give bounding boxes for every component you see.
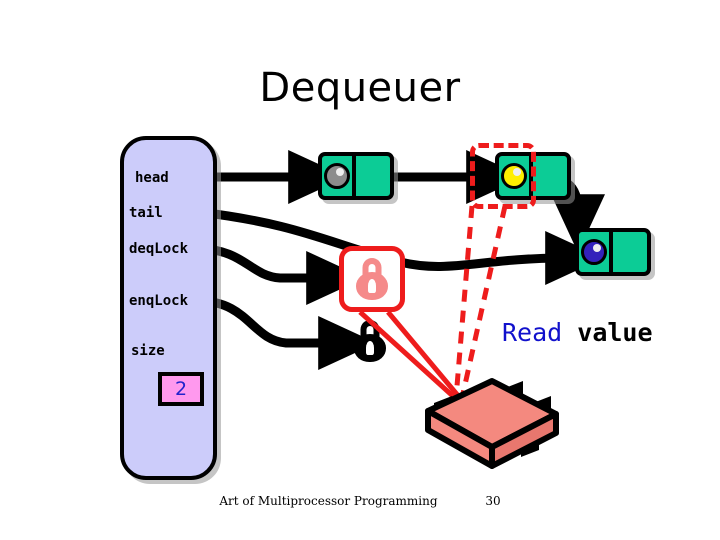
- footer-credit: Art of Multiprocessor Programming: [219, 494, 438, 508]
- blue-ball-icon: [581, 239, 607, 265]
- node-1-value-cell: [322, 156, 356, 196]
- enqlock-padlock-icon: [353, 320, 387, 362]
- enqlock-pointer-arrow: [198, 296, 377, 370]
- deqlock-callout-box: [339, 246, 405, 312]
- cpu-chip-pins: [434, 381, 551, 465]
- cpu-chip-top-face: [425, 378, 559, 450]
- deqlock-callout-tail-right: [386, 310, 462, 400]
- node-2-next-cell: [533, 156, 567, 196]
- page-title: Dequeuer: [259, 65, 461, 111]
- list-node-3: [575, 228, 651, 276]
- field-label-size: size: [131, 343, 165, 359]
- node-1-next-cell: [356, 156, 390, 196]
- node-3-value-cell: [579, 232, 613, 272]
- cpu-chip-side-face: [425, 408, 495, 469]
- gray-ball-icon: [324, 163, 350, 189]
- caption-word-value: value: [577, 318, 653, 347]
- padlock-keyhole: [368, 279, 376, 293]
- highlight-connector-left: [453, 205, 475, 399]
- field-label-head: head: [135, 170, 169, 186]
- size-value-box: 2: [158, 372, 204, 406]
- deqlock-padlock-icon: [355, 258, 389, 300]
- read-value-caption: Read value: [502, 318, 653, 347]
- deqlock-pointer-arrow: [198, 244, 365, 305]
- caption-word-read: Read: [502, 318, 563, 347]
- field-label-tail: tail: [129, 205, 163, 221]
- read-highlight-dashed-box: [470, 143, 536, 209]
- cpu-chip-icon: [425, 378, 559, 469]
- footer-page-number: 30: [485, 494, 501, 508]
- field-label-enqlock: enqLock: [129, 293, 189, 309]
- node-3-next-cell: [613, 232, 647, 272]
- slide-footer: Art of Multiprocessor Programming 30: [0, 494, 720, 508]
- highlight-connector-right: [459, 205, 508, 399]
- padlock-keyhole: [366, 341, 374, 355]
- size-value: 2: [174, 377, 188, 400]
- cpu-chip-right-face: [489, 411, 559, 469]
- list-node-1: [318, 152, 394, 200]
- field-label-deqlock: deqLock: [129, 241, 189, 257]
